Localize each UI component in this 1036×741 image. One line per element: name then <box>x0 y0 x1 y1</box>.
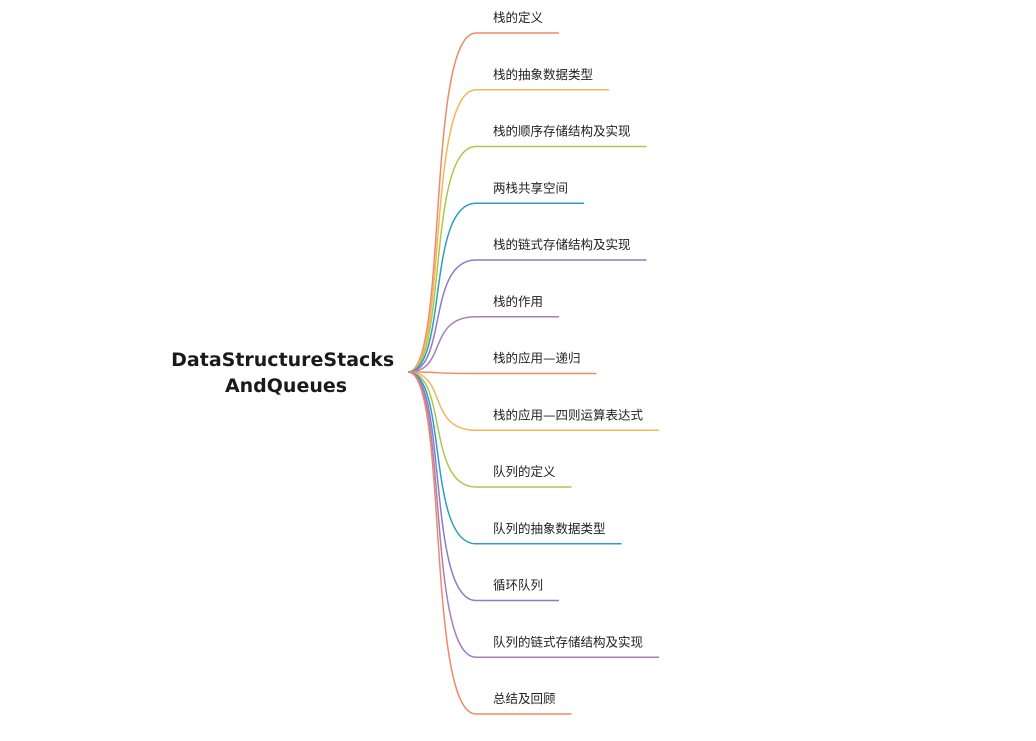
branch-label: 栈的顺序存储结构及实现 <box>493 124 631 139</box>
root-node[interactable]: DataStructureStacks AndQueues <box>171 349 401 397</box>
branch-label: 栈的定义 <box>493 10 544 25</box>
branch-label: 队列的定义 <box>493 464 556 479</box>
branch-node[interactable]: 栈的应用—递归 <box>476 351 597 375</box>
branch-node[interactable]: 循环队列 <box>476 578 560 602</box>
branch-node[interactable]: 栈的作用 <box>476 294 560 318</box>
branch-connector <box>407 259 477 373</box>
branch-connector <box>407 371 477 431</box>
branch-label: 栈的抽象数据类型 <box>493 67 593 82</box>
branch-label: 栈的作用 <box>493 294 543 309</box>
branch-label: 循环队列 <box>493 578 543 593</box>
branch-connector <box>407 371 477 375</box>
branch-connectors <box>407 32 477 715</box>
branch-connector <box>407 202 477 373</box>
branch-nodes: 栈的定义栈的抽象数据类型栈的顺序存储结构及实现两栈共享空间栈的链式存储结构及实现… <box>476 10 660 715</box>
branch-node[interactable]: 两栈共享空间 <box>476 180 585 204</box>
branch-label: 栈的应用—递归 <box>493 351 581 366</box>
branch-connector <box>407 145 477 373</box>
branch-connector <box>407 371 477 715</box>
branch-label: 队列的链式存储结构及实现 <box>493 634 643 649</box>
branch-connector <box>407 316 477 373</box>
branch-label: 总结及回顾 <box>493 691 556 706</box>
branch-label: 栈的链式存储结构及实现 <box>493 237 631 252</box>
root-title-line-1: DataStructureStacks <box>171 349 394 371</box>
branch-connector <box>407 371 477 545</box>
branch-node[interactable]: 队列的定义 <box>476 464 572 488</box>
branch-node[interactable]: 栈的链式存储结构及实现 <box>476 237 647 261</box>
branch-connector <box>407 89 477 373</box>
branch-label: 两栈共享空间 <box>493 180 568 195</box>
branch-node[interactable]: 总结及回顾 <box>476 691 572 715</box>
branch-label: 队列的抽象数据类型 <box>493 521 606 536</box>
branch-node[interactable]: 队列的抽象数据类型 <box>476 521 622 545</box>
branch-node[interactable]: 栈的抽象数据类型 <box>476 67 610 91</box>
branch-node[interactable]: 栈的定义 <box>476 10 560 34</box>
branch-node[interactable]: 队列的链式存储结构及实现 <box>476 634 660 658</box>
branch-label: 栈的应用—四则运算表达式 <box>493 407 644 422</box>
branch-connector <box>407 371 477 602</box>
branch-node[interactable]: 栈的应用—四则运算表达式 <box>476 407 660 431</box>
branch-node[interactable]: 栈的顺序存储结构及实现 <box>476 124 647 148</box>
root-title-line-2: AndQueues <box>225 375 347 397</box>
branch-connector <box>407 371 477 488</box>
branch-connector <box>407 371 477 658</box>
branch-connector <box>407 32 477 373</box>
